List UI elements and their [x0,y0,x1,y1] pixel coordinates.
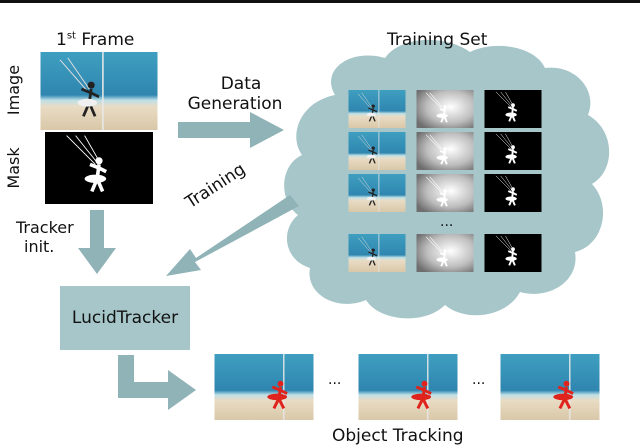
tracking-ellipsis-2: ... [472,372,486,388]
training-mask-row1 [483,90,543,128]
first-frame-mask [45,132,153,204]
training-grid [347,90,543,272]
training-mask-row4 [483,234,543,272]
first-frame-title: 1st Frame [56,30,135,50]
object-tracking-title: Object Tracking [332,426,464,446]
top-rule [0,0,640,3]
data-generation-arrow [178,112,284,148]
tracking-frames [212,354,602,420]
tracker-init-arrow [78,210,116,274]
object-tracking-arrow [118,355,196,410]
training-image-row4 [347,234,407,272]
training-image-row2 [347,132,407,170]
training-image-row3 [347,174,407,212]
tracker-init-label: Tracker init. [16,218,74,256]
training-image-row1 [347,90,407,128]
training-depth-row4 [415,234,475,272]
tracking-ellipsis-1: ... [328,372,342,388]
training-arrow [166,195,299,276]
training-depth-row1 [415,90,475,128]
lucid-tracker-label: LucidTracker [71,308,179,328]
first-frame-image [38,52,160,130]
training-grid-ellipsis: ... [440,214,454,230]
training-mask-row2 [483,132,543,170]
data-generation-label: Data Generation [187,74,283,114]
tracking-frame-1 [212,354,316,420]
tracking-frame-2 [356,354,460,420]
tracking-frame-3 [498,354,602,420]
training-depth-row2 [415,132,475,170]
image-row-label: Image [4,64,23,116]
training-set-title: Training Set [387,30,488,50]
training-mask-row3 [483,174,543,212]
training-depth-row3 [415,174,475,212]
mask-row-label: Mask [4,147,23,189]
lucid-tracker-box: LucidTracker [60,286,190,350]
